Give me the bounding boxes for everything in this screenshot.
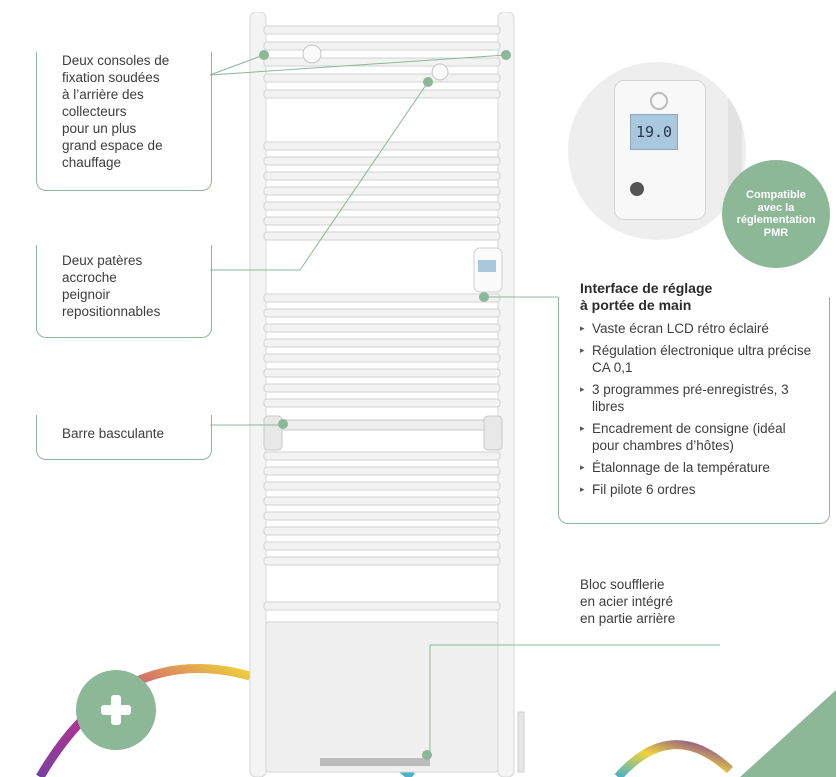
pmr-badge: Compatible avec la réglementation PMR	[722, 160, 830, 268]
lcd-screen: 19.0	[630, 114, 678, 150]
callout-bracket-pateres	[36, 245, 212, 338]
feature-item: ▸Fil pilote 6 ordres	[580, 482, 696, 497]
bullet-arrow-icon: ▸	[580, 484, 585, 494]
panel-title: Interface de réglage à portée de main	[580, 280, 713, 313]
callout-pateres: Deux patères accroche peignoir repositio…	[62, 253, 161, 319]
callout-barre: Barre basculante	[62, 426, 165, 441]
callout-bracket-consoles	[36, 52, 212, 191]
towel-radiator	[249, 12, 525, 777]
plus-badge	[76, 670, 156, 750]
power-icon	[630, 182, 644, 196]
callout-bracket-barre	[36, 415, 212, 460]
bullet-arrow-icon: ▸	[580, 384, 585, 394]
bullet-arrow-icon: ▸	[580, 323, 585, 333]
callout-bloc: Bloc soufflerie en acier intégré en part…	[580, 577, 676, 626]
feature-item: ▸3 programmes pré-enregistrés, 3 libres	[580, 382, 789, 414]
control-detail-image: 19.0	[568, 62, 746, 240]
feature-item: ▸Encadrement de consigne (idéal pour cha…	[580, 421, 786, 453]
power-top-icon	[650, 92, 668, 110]
callout-bracket-panel	[558, 297, 830, 524]
feature-item: ▸Vaste écran LCD rétro éclairé	[580, 321, 769, 336]
plus-icon	[101, 695, 131, 725]
callout-consoles: Deux consoles de fixation soudées à l’ar…	[62, 53, 170, 170]
lcd-temperature: 19.0	[635, 123, 673, 141]
bullet-arrow-icon: ▸	[580, 345, 585, 355]
feature-item: ▸Étalonnage de la température	[580, 460, 770, 475]
feature-item: ▸Régulation électronique ultra précise C…	[580, 343, 812, 375]
bullet-arrow-icon: ▸	[580, 423, 585, 433]
bullet-arrow-icon: ▸	[580, 462, 585, 472]
feature-list: ▸Vaste écran LCD rétro éclairé ▸Régulati…	[580, 320, 815, 503]
